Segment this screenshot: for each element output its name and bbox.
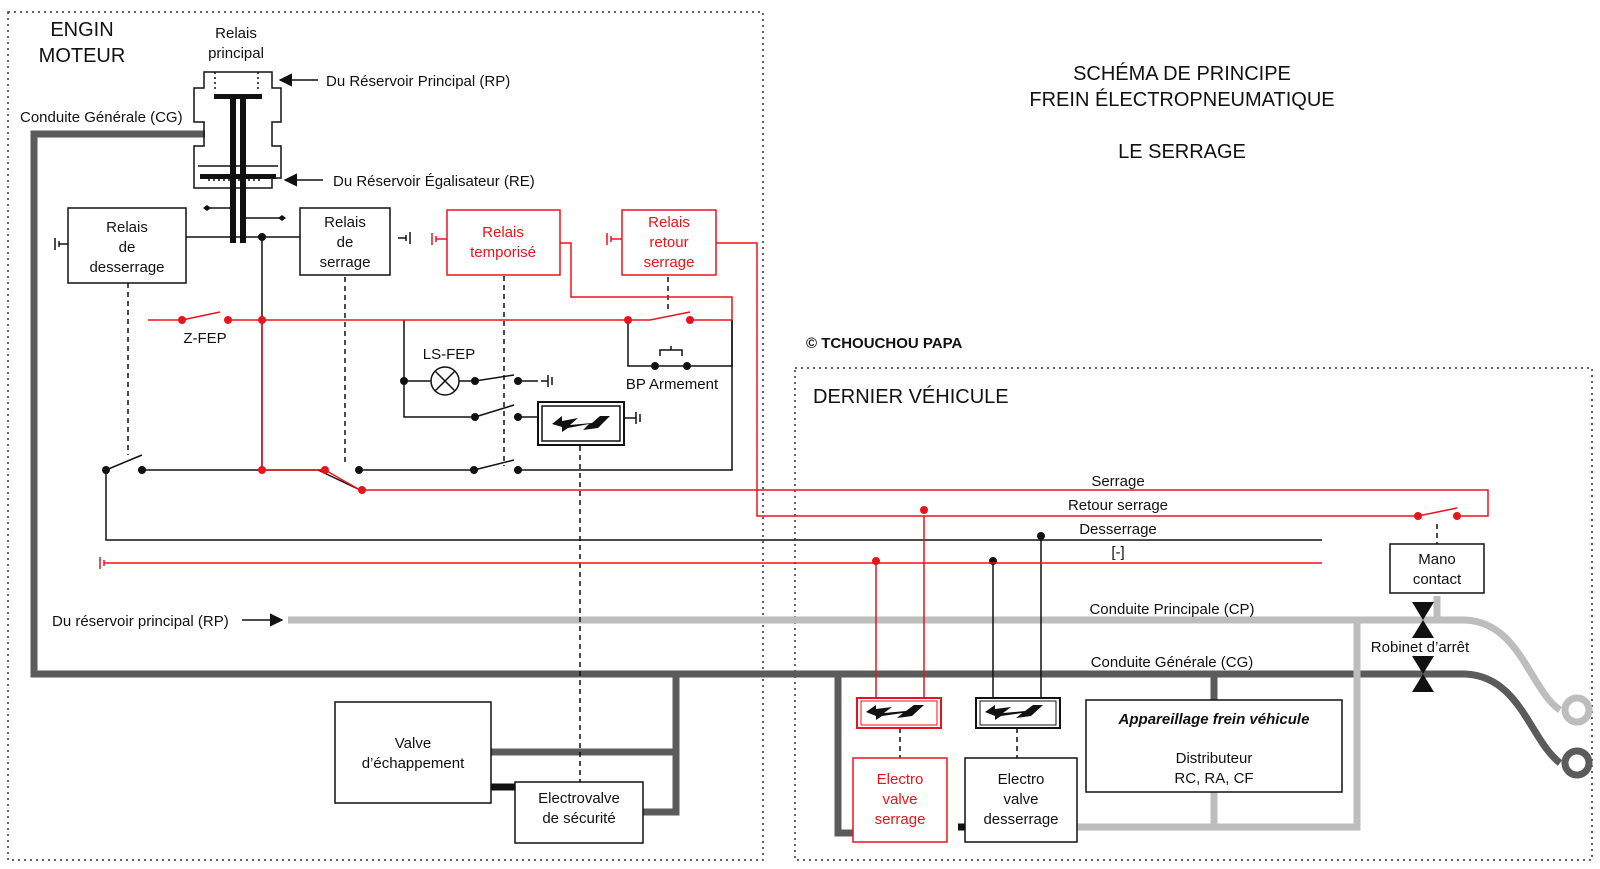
relais-temporise-1: Relais (482, 224, 524, 241)
arrow-re-label: Du Réservoir Égalisateur (RE) (333, 173, 535, 190)
cg-top-label: Conduite Générale (CG) (20, 109, 183, 126)
ev-serrage-2: valve (882, 791, 917, 808)
red-circuit (99, 233, 1489, 698)
diamond-left (203, 205, 211, 211)
relais-principal-1: Relais (215, 25, 257, 42)
relais-principal (193, 71, 282, 189)
cg-pipe (30, 130, 1563, 837)
ev-securite-2: de sécurité (542, 810, 615, 827)
ev-desserrage-box (964, 757, 1078, 843)
relais-desserrage-box (67, 207, 187, 284)
line-serrage-label: Serrage (1091, 473, 1144, 490)
ev-serrage-3: serrage (875, 811, 926, 828)
relais-retour-3: serrage (644, 254, 695, 271)
cp-coupler (1561, 694, 1593, 726)
ev-desserrage-symbol-inner (979, 700, 1057, 726)
lsfep-lamp-cross (434, 370, 456, 392)
relais-retour-box (621, 209, 717, 276)
cp-pipe (288, 616, 1563, 831)
valve-echappement-1: Valve (395, 735, 431, 752)
zfep-label: Z-FEP (183, 330, 226, 347)
vehicle-frame (794, 367, 1593, 861)
lightning-icon (552, 416, 610, 432)
relais-desserrage-1: Relais (106, 219, 148, 236)
ev-serrage-1: Electro (877, 771, 924, 788)
ev-engine-inner (541, 405, 621, 442)
diagram-title-2: FREIN ÉLECTROPNEUMATIQUE (1029, 88, 1334, 111)
relais-retour-1: Relais (648, 214, 690, 231)
relais-principal-piston-top (214, 94, 262, 99)
cg-label: Conduite Générale (CG) (1091, 654, 1254, 671)
diagram-title-1: SCHÉMA DE PRINCIPE (1073, 62, 1291, 85)
relais-serrage-1: Relais (324, 214, 366, 231)
robinet-cg (1412, 656, 1434, 692)
rp-in-label: Du réservoir principal (RP) (52, 613, 229, 630)
bp-button (659, 346, 683, 356)
relais-desserrage-3: desserrage (89, 259, 164, 276)
line-desserrage-label: Desserrage (1079, 521, 1157, 538)
ev-serrage-symbol-inner (860, 700, 938, 726)
mano-contact-1: Mano (1418, 551, 1456, 568)
mano-contact-2: contact (1413, 571, 1462, 588)
red-nodes (178, 316, 1461, 565)
line-moins-label: [-] (1111, 544, 1124, 561)
ev-securite-box (514, 781, 644, 844)
ev-desserrage-3: desserrage (983, 811, 1058, 828)
arrow-rp-label: Du Réservoir Principal (RP) (326, 73, 510, 90)
appareillage-box (1085, 699, 1343, 793)
appareillage-body-2: RC, RA, CF (1174, 770, 1253, 787)
relais-temporise-box (446, 209, 561, 276)
relais-principal-piston-bottom (200, 174, 276, 179)
black-nodes (102, 233, 1045, 565)
relais-temporise-2: temporisé (470, 244, 536, 261)
valve-link (491, 783, 965, 831)
relais-serrage-3: serrage (320, 254, 371, 271)
valve-echappement-2: d’échappement (362, 755, 465, 772)
appareillage-title: Appareillage frein véhicule (1118, 711, 1310, 728)
appareillage-body-1: Distributeur (1176, 750, 1253, 767)
relais-serrage-2: de (337, 234, 354, 251)
vehicle-title: DERNIER VÉHICULE (813, 385, 1009, 408)
ev-desserrage-2: valve (1003, 791, 1038, 808)
lightning-icon-serrage (866, 705, 924, 720)
relais-serrage-box (299, 207, 391, 276)
bp-label: BP Armement (626, 376, 719, 393)
diamond-right (278, 215, 286, 221)
engine-title-1: ENGIN (50, 19, 113, 41)
ev-securite-1: Electrovalve (538, 790, 620, 807)
relais-desserrage-2: de (119, 239, 136, 256)
lsfep-label: LS-FEP (423, 346, 476, 363)
mano-contact-box (1389, 543, 1485, 594)
engine-title-2: MOTEUR (39, 45, 126, 67)
relais-retour-2: retour (649, 234, 688, 251)
ev-engine-box (537, 401, 625, 446)
ev-desserrage-1: Electro (998, 771, 1045, 788)
cg-coupler (1561, 747, 1593, 779)
valve-echappement-box (334, 701, 492, 804)
robinet-label: Robinet d’arrêt (1371, 639, 1470, 656)
cp-label: Conduite Principale (CP) (1089, 601, 1254, 618)
relais-principal-rod-left (230, 99, 236, 243)
robinet-cp (1412, 602, 1434, 638)
engine-frame (7, 11, 764, 861)
relais-principal-rod-right (240, 99, 246, 243)
relais-principal-2: principal (208, 45, 264, 62)
copyright: © TCHOUCHOU PAPA (806, 335, 962, 352)
line-retour-label: Retour serrage (1068, 497, 1168, 514)
lightning-icon-desserrage (985, 705, 1043, 720)
diagram-subtitle: LE SERRAGE (1118, 141, 1246, 163)
ev-serrage-box (852, 757, 948, 843)
